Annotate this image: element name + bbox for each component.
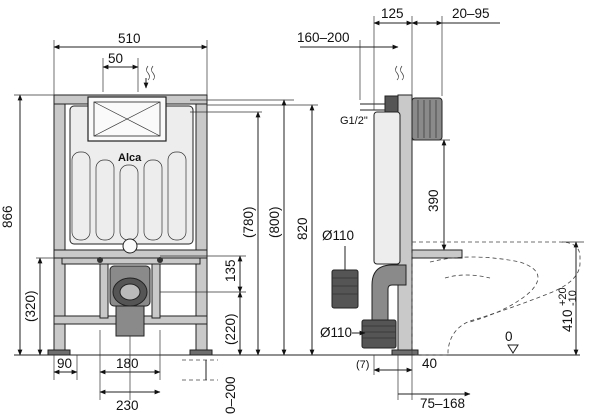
dim-pipe-height-220: (220)	[223, 313, 238, 345]
front-view-dimensions	[14, 40, 318, 400]
dim-thread: G1/2"	[340, 115, 368, 127]
dim-range-75-168: 75–168	[420, 396, 465, 411]
dim-zero-level: 0	[505, 329, 513, 344]
dim-diameter-110-bottom: Ø110	[320, 325, 352, 340]
dim-foot-90: 90	[57, 356, 72, 371]
dim-depth-40: 40	[422, 356, 437, 371]
dim-pipe-height-320: (320)	[23, 290, 38, 322]
dim-foot-adjust: 0–200	[223, 376, 238, 414]
dim-frame-820: 820	[295, 217, 310, 240]
side-view-frame	[331, 65, 463, 356]
dim-wc-tol-plus: +20	[557, 287, 569, 306]
dim-depth-125: 125	[381, 6, 404, 21]
dim-frame-800: (800)	[267, 206, 282, 238]
dim-frame-780: (780)	[241, 206, 256, 238]
dim-wc-height: 410	[560, 309, 575, 332]
dim-diameter-110-top: Ø110	[322, 228, 354, 243]
dim-wc-tol-minus: -10	[567, 290, 579, 306]
dim-range-160-200: 160–200	[297, 30, 350, 45]
dim-gap-7: (7)	[356, 359, 369, 371]
side-view-dimensions	[300, 16, 584, 400]
wc-bowl-outline	[411, 241, 581, 356]
dim-width-230: 230	[116, 398, 139, 413]
dim-overall-height: 866	[0, 205, 15, 228]
dim-overall-width: 510	[118, 31, 141, 46]
dim-inlet-offset: 50	[108, 51, 123, 66]
dim-height-390: 390	[426, 189, 441, 212]
front-view-frame: Alca	[47, 65, 213, 356]
dim-drain-180: 180	[116, 356, 139, 371]
dim-range-20-95: 20–95	[452, 6, 490, 21]
dim-drain-135: 135	[223, 259, 238, 282]
brand-logo: Alca	[118, 152, 142, 164]
